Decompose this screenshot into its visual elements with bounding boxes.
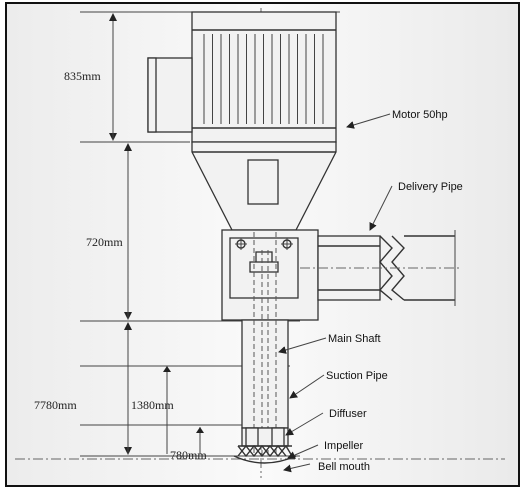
dim-total-height: 7780mm bbox=[34, 398, 77, 412]
label-delivery-pipe: Delivery Pipe bbox=[398, 181, 463, 193]
dim-bowl-height: 780mm bbox=[170, 448, 207, 462]
column-pipe bbox=[241, 232, 289, 456]
label-diffuser: Diffuser bbox=[329, 408, 367, 420]
label-impeller: Impeller bbox=[324, 440, 363, 452]
dimension-arrows bbox=[109, 13, 204, 455]
label-bell-mouth: Bell mouth bbox=[318, 461, 370, 473]
leader-lines bbox=[278, 113, 393, 473]
label-main-shaft: Main Shaft bbox=[328, 333, 381, 345]
dim-column-height: 1380mm bbox=[131, 398, 174, 412]
label-suction-pipe: Suction Pipe bbox=[326, 370, 388, 382]
dim-motor-height: 835mm bbox=[64, 69, 101, 83]
dim-head-height: 720mm bbox=[86, 235, 123, 249]
motor bbox=[147, 11, 337, 231]
label-motor: Motor 50hp bbox=[392, 109, 448, 121]
delivery-pipe bbox=[300, 230, 460, 306]
discharge-head bbox=[221, 229, 319, 321]
